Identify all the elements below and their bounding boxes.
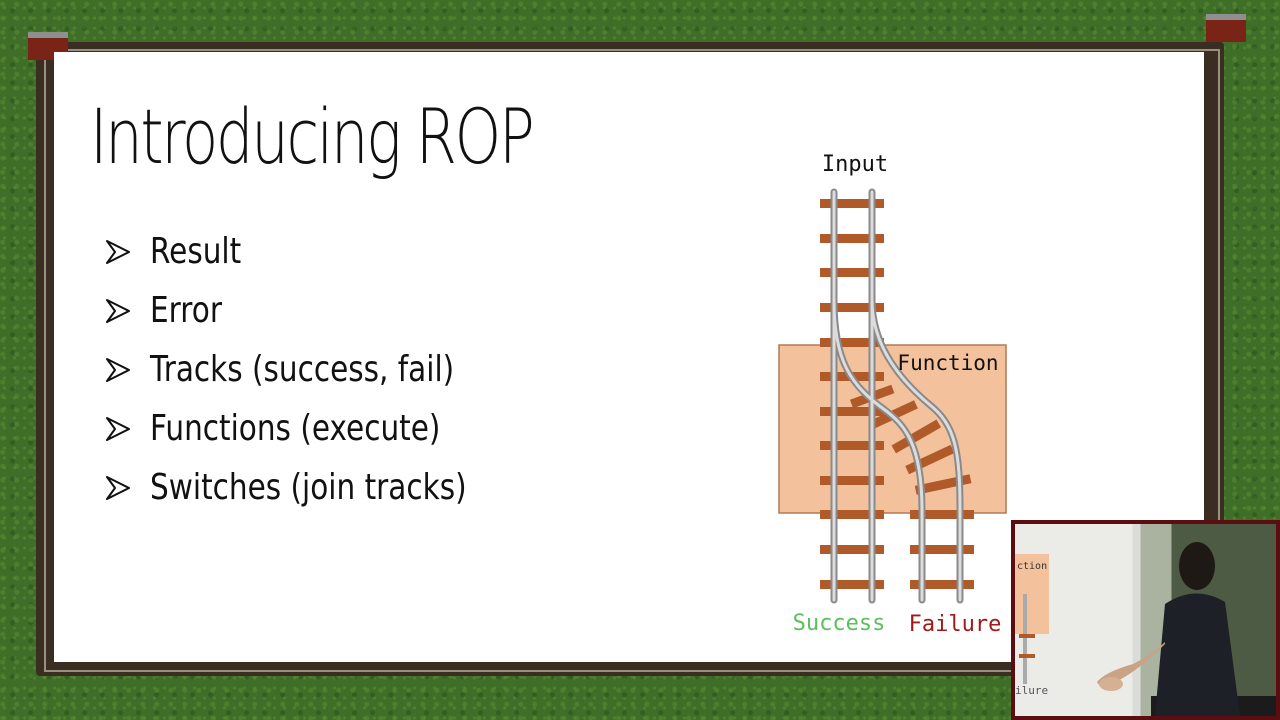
bullet-list: Result Error Tracks (success, fail) Func… <box>104 222 536 517</box>
arrowhead-bullet-icon <box>106 357 130 382</box>
bullet-text: Error <box>150 290 222 331</box>
station-building-left <box>28 32 68 60</box>
station-building-right <box>1206 14 1246 42</box>
function-label: Function <box>897 351 998 375</box>
inset-function-label: ction <box>1017 561 1047 572</box>
bullet-item: Tracks (success, fail) <box>104 340 536 399</box>
input-label: Input <box>822 152 888 177</box>
failure-label: Failure <box>909 612 1002 637</box>
webcam-inset: ction ilure <box>1011 520 1280 720</box>
arrowhead-bullet-icon <box>106 416 130 441</box>
webcam-video: ction ilure <box>1015 524 1276 716</box>
bullet-text: Tracks (success, fail) <box>150 349 455 390</box>
bullet-text: Functions (execute) <box>150 408 441 449</box>
slide-title: Introducing ROP <box>90 92 535 181</box>
presenter-silhouette: ction ilure <box>1015 542 1276 716</box>
inset-failure-label: ilure <box>1015 684 1048 697</box>
arrowhead-bullet-icon <box>106 239 130 264</box>
bullet-item: Error <box>104 281 536 340</box>
arrowhead-bullet-icon <box>106 475 130 500</box>
slide-frame-rail <box>44 49 1220 672</box>
bullet-text: Result <box>150 231 242 272</box>
success-label: Success <box>793 611 886 636</box>
track-rails <box>830 188 964 604</box>
arrowhead-bullet-icon <box>106 298 130 323</box>
bullet-item: Switches (join tracks) <box>104 458 536 517</box>
function-box <box>778 344 1007 514</box>
railway-function-diagram: Input <box>778 152 1007 637</box>
bullet-item: Functions (execute) <box>104 399 536 458</box>
bullet-text: Switches (join tracks) <box>150 467 467 508</box>
bullet-item: Result <box>104 222 536 281</box>
